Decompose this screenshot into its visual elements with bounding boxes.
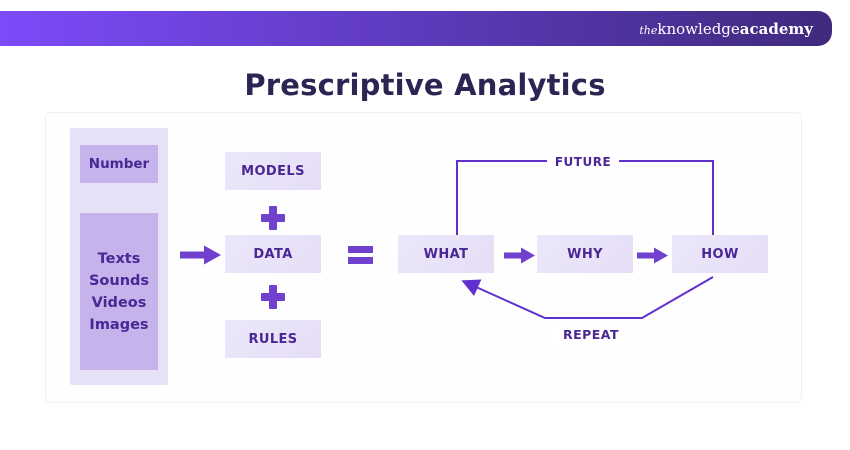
media-sources-box: Texts Sounds Videos Images — [80, 213, 158, 370]
page-title: Prescriptive Analytics — [244, 68, 606, 102]
flow-step-what: WHAT — [398, 235, 494, 273]
repeat-label: REPEAT — [551, 325, 631, 344]
brand-logo-prefix: the — [639, 23, 658, 37]
data-box: DATA — [225, 235, 321, 273]
future-label: FUTURE — [547, 153, 619, 171]
flow-step-why: WHY — [537, 235, 633, 273]
repeat-loop-line — [461, 276, 714, 319]
arrow-right-icon — [504, 247, 535, 264]
rules-box: RULES — [225, 320, 321, 358]
plus-icon — [261, 285, 285, 309]
arrow-right-icon — [637, 247, 668, 264]
future-loop-line — [456, 160, 714, 235]
brand-logo-suffix: academy — [739, 19, 813, 38]
equals-icon — [348, 246, 373, 264]
media-source-videos: Videos — [91, 294, 147, 311]
media-source-texts: Texts — [97, 250, 141, 267]
media-source-images: Images — [89, 316, 149, 333]
models-box: MODELS — [225, 152, 321, 190]
plus-icon — [261, 206, 285, 230]
flow-step-how: HOW — [672, 235, 768, 273]
number-source-box: Number — [80, 145, 158, 183]
brand-logo-name: knowledge — [657, 19, 740, 38]
arrow-right-icon — [180, 245, 221, 265]
media-source-sounds: Sounds — [88, 272, 150, 289]
